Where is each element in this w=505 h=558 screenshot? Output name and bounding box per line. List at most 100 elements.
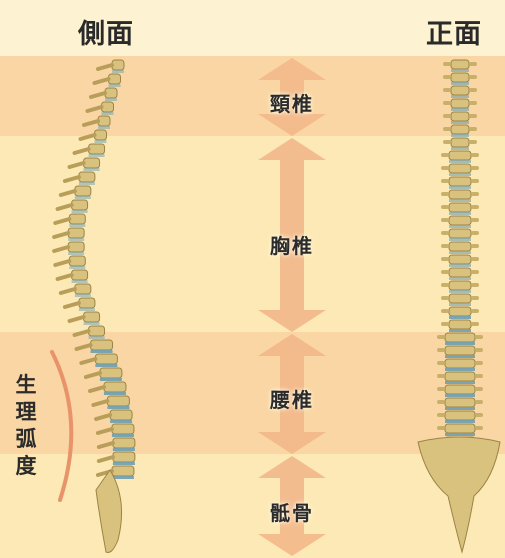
side-vertebra — [104, 382, 126, 392]
side-vertebra — [68, 242, 84, 252]
transverse-process — [441, 192, 449, 196]
front-disc — [449, 316, 471, 319]
transverse-process — [437, 348, 445, 352]
front-vertebra — [451, 86, 469, 95]
side-sacrum — [96, 470, 122, 553]
spinous-process — [90, 387, 104, 391]
front-disc — [445, 407, 475, 410]
side-vertebra — [69, 256, 85, 266]
front-view-title: 正面 — [426, 12, 482, 51]
side-vertebra — [112, 466, 134, 476]
spinous-process — [98, 65, 112, 69]
front-disc — [445, 394, 475, 397]
curvature-label: 生 理 弧 度 — [12, 372, 40, 480]
front-disc — [449, 277, 471, 280]
side-vertebra — [91, 340, 113, 350]
side-disc — [91, 350, 113, 353]
transverse-process — [469, 88, 477, 92]
transverse-process — [471, 218, 479, 222]
side-disc — [79, 182, 95, 185]
thoracic-label: 胸椎 — [258, 230, 326, 259]
transverse-process — [441, 309, 449, 313]
transverse-process — [471, 179, 479, 183]
transverse-process — [475, 400, 483, 404]
transverse-process — [437, 361, 445, 365]
front-vertebra — [445, 424, 475, 433]
side-vertebra — [72, 270, 88, 280]
transverse-process — [437, 335, 445, 339]
transverse-process — [441, 244, 449, 248]
curvature-char: 生 — [12, 372, 40, 399]
side-disc — [98, 126, 110, 129]
curvature-line — [52, 352, 71, 500]
front-disc — [449, 173, 471, 176]
side-vertebra — [95, 354, 117, 364]
front-disc — [449, 264, 471, 267]
side-vertebra — [89, 326, 105, 336]
front-disc — [445, 420, 475, 423]
side-disc — [110, 420, 132, 423]
side-disc — [75, 196, 91, 199]
transverse-process — [441, 322, 449, 326]
front-disc — [449, 186, 471, 189]
spinous-process — [65, 303, 79, 307]
front-vertebra — [445, 359, 475, 368]
front-vertebra — [449, 294, 471, 303]
side-disc — [68, 252, 84, 255]
transverse-process — [471, 309, 479, 313]
spinous-process — [70, 163, 84, 167]
spinous-process — [58, 205, 72, 209]
side-vertebra — [72, 200, 88, 210]
spinous-process — [61, 191, 75, 195]
front-disc — [445, 368, 475, 371]
transverse-process — [471, 153, 479, 157]
transverse-process — [475, 361, 483, 365]
transverse-process — [471, 322, 479, 326]
transverse-process — [475, 426, 483, 430]
front-disc — [449, 251, 471, 254]
transverse-process — [469, 127, 477, 131]
transverse-process — [441, 283, 449, 287]
front-disc — [449, 238, 471, 241]
side-vertebra — [84, 158, 100, 168]
cervical-label: 頸椎 — [258, 88, 326, 117]
region-arrows — [258, 58, 326, 556]
transverse-process — [471, 166, 479, 170]
transverse-process — [471, 231, 479, 235]
side-vertebra — [79, 172, 95, 182]
transverse-process — [441, 231, 449, 235]
side-disc — [68, 238, 84, 241]
side-disc — [105, 98, 117, 101]
front-vertebra — [445, 346, 475, 355]
side-vertebra — [75, 186, 91, 196]
front-disc — [445, 381, 475, 384]
transverse-process — [441, 257, 449, 261]
transverse-process — [437, 426, 445, 430]
side-disc — [104, 392, 126, 395]
transverse-process — [475, 387, 483, 391]
front-vertebra — [449, 190, 471, 199]
front-vertebra — [449, 216, 471, 225]
side-disc — [72, 210, 88, 213]
front-disc — [451, 95, 469, 98]
transverse-process — [441, 296, 449, 300]
sacrum-label: 骶骨 — [258, 497, 326, 526]
transverse-process — [471, 192, 479, 196]
transverse-process — [441, 205, 449, 209]
side-disc — [102, 112, 114, 115]
spinous-process — [58, 275, 72, 279]
front-disc — [451, 134, 469, 137]
side-disc — [84, 168, 100, 171]
transverse-process — [469, 75, 477, 79]
front-vertebra — [449, 307, 471, 316]
side-disc — [75, 294, 91, 297]
spinous-process — [86, 373, 100, 377]
front-disc — [449, 199, 471, 202]
spinous-process — [70, 317, 84, 321]
transverse-process — [469, 140, 477, 144]
transverse-process — [437, 374, 445, 378]
front-disc — [449, 212, 471, 215]
side-vertebra — [100, 368, 122, 378]
transverse-process — [471, 283, 479, 287]
side-vertebra — [113, 438, 135, 448]
